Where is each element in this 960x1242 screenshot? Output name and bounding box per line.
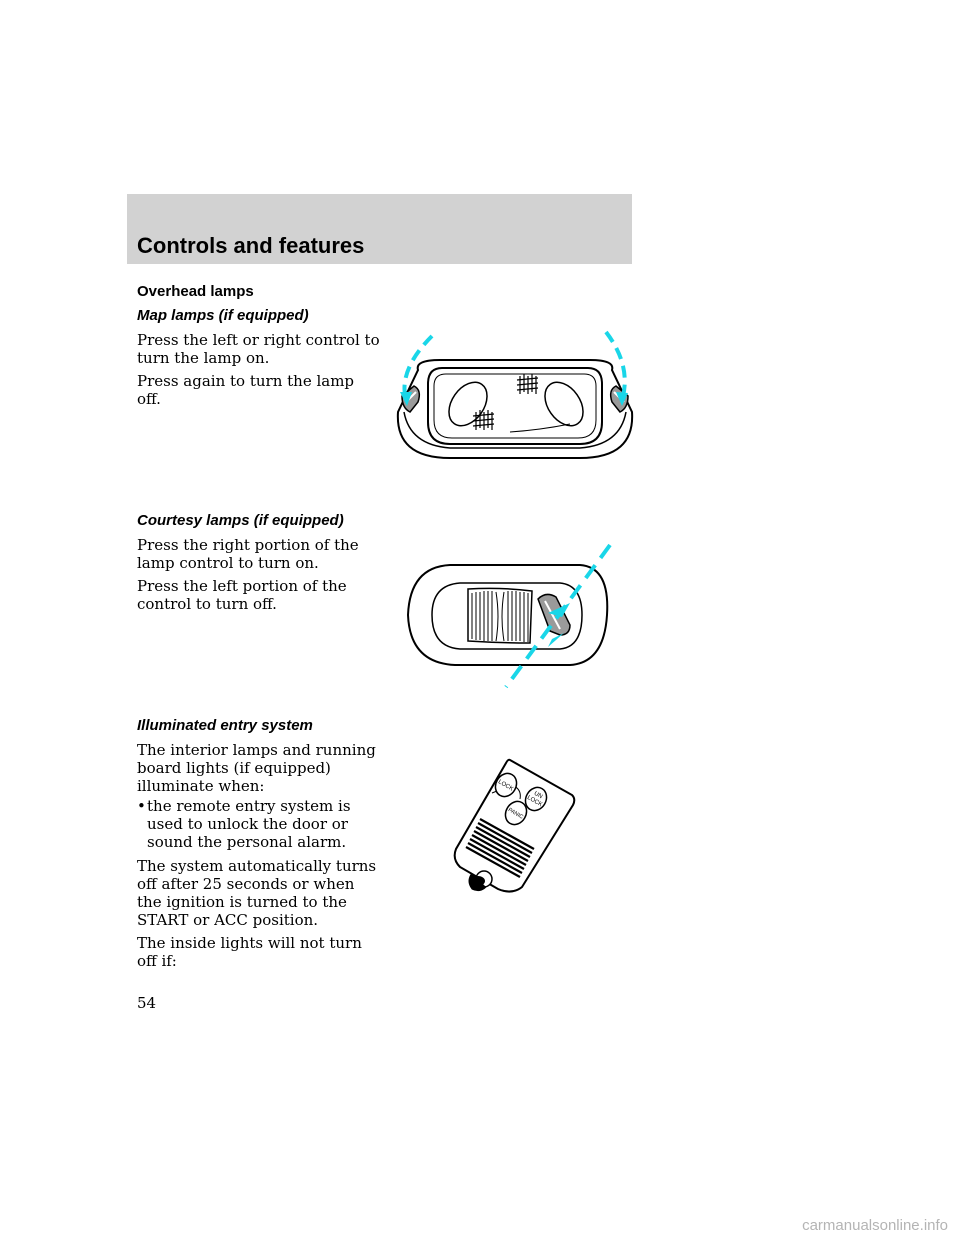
watermark: carmanualsonline.info <box>802 1217 948 1234</box>
subheading-illuminated-entry: Illuminated entry system <box>137 717 313 734</box>
entry-bullet-text: the remote entry system is used to unloc… <box>147 797 351 851</box>
unlock-button-label-1: UN <box>533 791 544 801</box>
courtesy-lamp-illustration <box>406 543 612 689</box>
lock-button[interactable]: LOCK <box>491 770 520 801</box>
entry-text-2: The system automatically turns off after… <box>137 857 377 929</box>
keyfob-illustration: LOCK UN LOCK PANIC <box>453 758 576 893</box>
page-title: Controls and features <box>137 233 365 258</box>
courtesy-lamps-text-2: Press the left portion of the control to… <box>137 577 347 613</box>
panic-button[interactable]: PANIC <box>501 798 530 829</box>
map-lamps-text-2: Press again to turn the lamp off. <box>137 372 355 408</box>
entry-text-1: The interior lamps and running board lig… <box>137 741 376 795</box>
subheading-courtesy-lamps: Courtesy lamps (if equipped) <box>137 512 344 529</box>
keyring-tab <box>468 872 487 892</box>
courtesy-lamps-text-1: Press the right portion of the lamp cont… <box>137 536 359 572</box>
map-lamps-text-1: Press the left or right control to turn … <box>137 331 380 367</box>
header-band: Controls and features <box>127 194 632 264</box>
courtesy-indicator-arrow <box>504 543 612 689</box>
map-lamp-illustration <box>396 330 634 459</box>
subheading-map-lamps: Map lamps (if equipped) <box>137 307 309 324</box>
entry-text-3: The inside lights will not turn off if: <box>137 934 362 970</box>
page-number: 54 <box>137 994 157 1012</box>
section-heading-overhead: Overhead lamps <box>137 283 254 300</box>
bullet-marker: • <box>137 797 146 815</box>
unlock-button[interactable]: UN LOCK <box>521 784 550 815</box>
courtesy-lamp-switch[interactable] <box>537 593 571 636</box>
